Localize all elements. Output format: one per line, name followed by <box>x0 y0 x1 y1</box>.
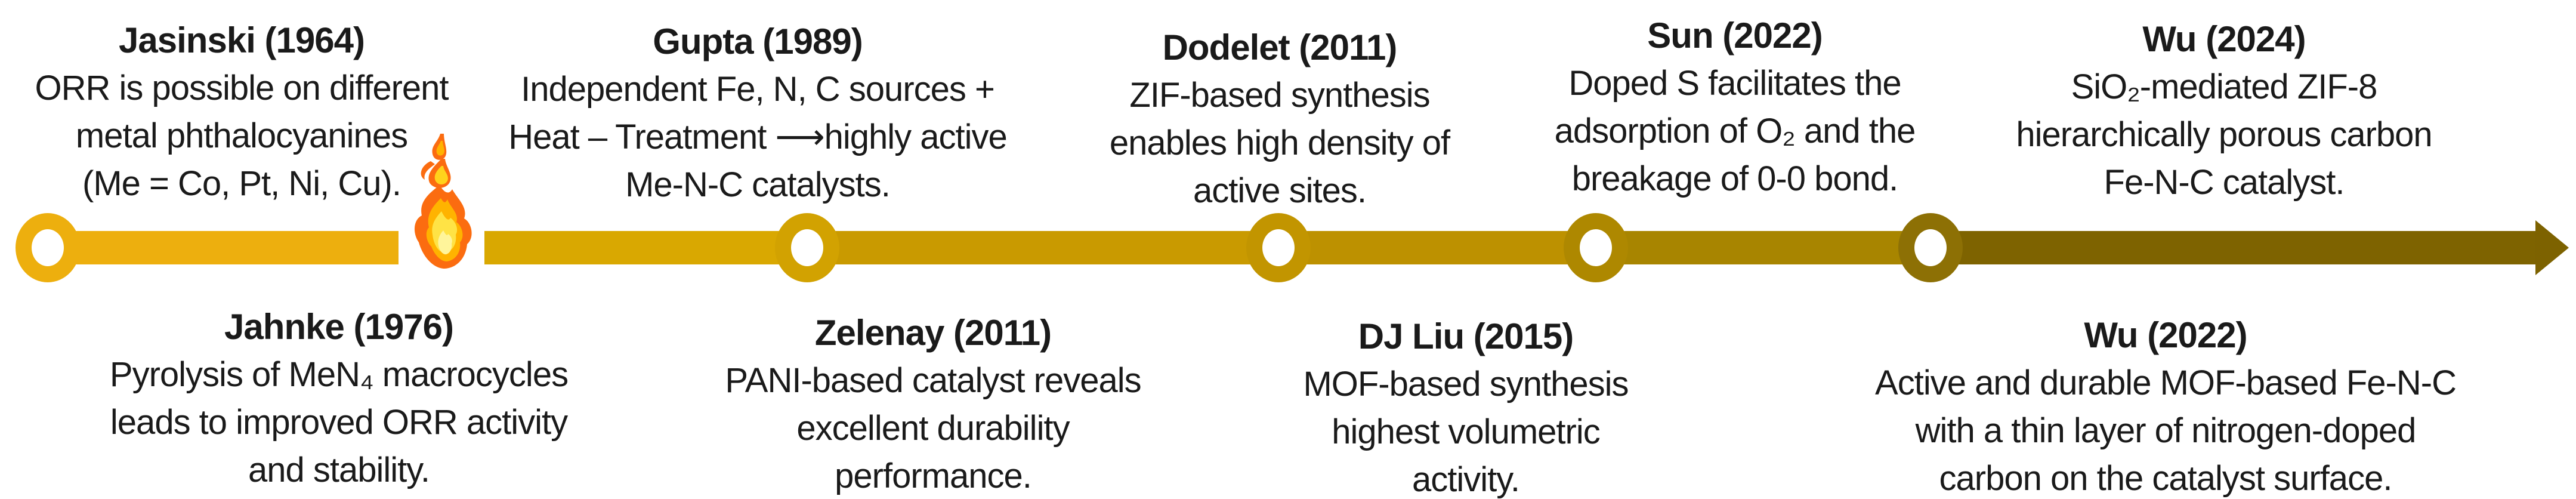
timeline-marker-ring <box>775 213 839 282</box>
event-line: activity. <box>1411 460 1520 499</box>
event-title: Jahnke (1976) <box>224 307 454 347</box>
timeline-bar-segment <box>1596 231 1931 264</box>
event-line: Heat – Treatment ⟶highly active <box>508 118 1008 156</box>
event-line: leads to improved ORR activity <box>110 403 568 442</box>
event-title: DJ Liu (2015) <box>1358 316 1574 356</box>
event-gupta-1989: Gupta (1989) Independent Fe, N, C source… <box>508 18 1008 209</box>
event-line: with a thin layer of nitrogen-doped <box>1915 411 2417 450</box>
event-title: Dodelet (2011) <box>1162 27 1398 67</box>
event-title: Jasinski (1964) <box>119 20 365 60</box>
event-line: enables high density of <box>1109 124 1450 162</box>
timeline-bar-segment <box>807 231 1278 264</box>
event-jasinski-1964: Jasinski (1964) ORR is possible on diffe… <box>35 17 449 208</box>
timeline-marker-ring <box>1246 213 1311 282</box>
event-dodelet-2011: Dodelet (2011) ZIF-based synthesis enabl… <box>1110 24 1450 215</box>
event-line: highest volumetric <box>1332 412 1600 451</box>
event-line: ORR is possible on different <box>35 69 449 107</box>
timeline-bar-segment <box>48 231 399 264</box>
event-line: Pyrolysis of MeN₄ macrocycles <box>109 355 569 394</box>
event-line: excellent durability <box>796 409 1070 448</box>
event-djliu-2015: DJ Liu (2015) MOF-based synthesis highes… <box>1303 313 1629 499</box>
event-line: Doped S facilitates the <box>1568 64 1901 103</box>
event-line: hierarchically porous carbon <box>2016 115 2432 154</box>
event-zelenay-2011: Zelenay (2011) PANI-based catalyst revea… <box>725 309 1141 499</box>
event-title: Wu (2024) <box>2142 19 2306 59</box>
event-title: Zelenay (2011) <box>814 313 1052 353</box>
event-title: Gupta (1989) <box>653 21 863 61</box>
event-line: Independent Fe, N, C sources + <box>521 70 995 109</box>
event-jahnke-1976: Jahnke (1976) Pyrolysis of MeN₄ macrocyc… <box>109 303 569 494</box>
event-line: metal phthalocyanines <box>75 116 408 155</box>
event-line: performance. <box>835 457 1032 495</box>
timeline-marker-ring <box>1564 213 1628 282</box>
event-line: ZIF-based synthesis <box>1129 76 1430 115</box>
event-wu-2024: Wu (2024) SiO₂-mediated ZIF-8 hierarchic… <box>2016 16 2432 207</box>
event-line: MOF-based synthesis <box>1303 365 1629 403</box>
event-line: SiO₂-mediated ZIF-8 <box>2071 67 2378 106</box>
event-title: Sun (2022) <box>1647 16 1823 56</box>
timeline-bar-segment <box>1931 231 2540 264</box>
event-line: and stability. <box>248 451 430 489</box>
event-line: adsorption of O₂ and the <box>1554 112 1916 150</box>
event-sun-2022: Sun (2022) Doped S facilitates the adsor… <box>1555 12 1916 203</box>
flame-icon <box>414 134 472 269</box>
event-wu-2022: Wu (2022) Active and durable MOF-based F… <box>1875 312 2457 499</box>
timeline-arrowhead <box>2535 220 2569 275</box>
timeline-marker-ring <box>1898 213 1963 282</box>
timeline-bar-segment <box>484 231 807 264</box>
event-line: Fe-N-C catalyst. <box>2104 163 2345 202</box>
timeline-marker-ring <box>16 213 80 282</box>
timeline-bar-segment <box>1278 231 1596 264</box>
event-line: (Me = Co, Pt, Ni, Cu). <box>82 164 401 203</box>
event-line: PANI-based catalyst reveals <box>725 361 1141 400</box>
event-line: Me-N-C catalysts. <box>625 165 891 204</box>
event-line: active sites. <box>1193 171 1367 210</box>
event-line: Active and durable MOF-based Fe-N-C <box>1875 364 2457 402</box>
event-title: Wu (2022) <box>2084 315 2247 355</box>
event-line: breakage of 0-0 bond. <box>1571 159 1899 198</box>
event-line: carbon on the catalyst surface. <box>1939 459 2393 498</box>
